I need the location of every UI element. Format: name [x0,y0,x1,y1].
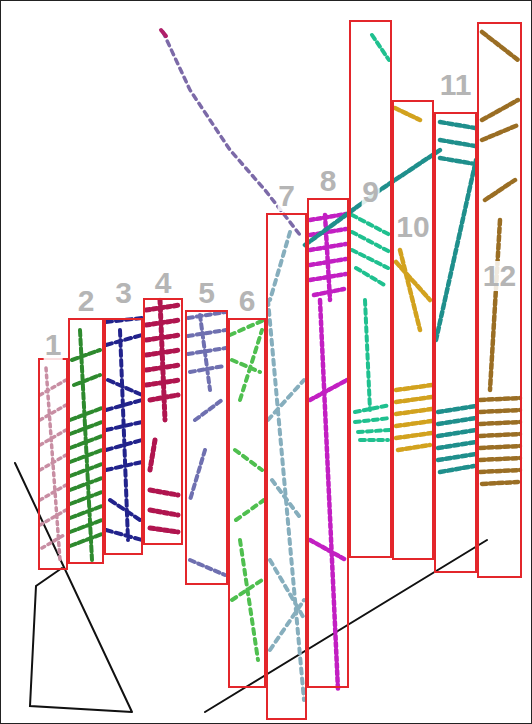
tunnel-strand [268,232,305,700]
section-number: 10 [395,212,430,242]
section-number: 8 [319,166,338,196]
section-number: 4 [154,268,173,298]
section-box: 11 [434,112,477,573]
section-box: 9 [349,20,392,558]
section-number: 2 [77,286,96,316]
tunnel-strand [480,32,520,484]
section-box: 8 [307,198,349,688]
section-number: 3 [114,278,133,308]
tunnel-strand [310,214,347,690]
tunnel-strand [146,300,180,532]
section-box: 3 [104,318,143,555]
tunnel-strand [352,35,390,440]
section-box: 5 [185,310,228,585]
tunnel-strand [188,312,226,575]
section-box: 10 [392,100,434,560]
tunnel-strand [163,32,300,235]
section-box: 7 [266,213,307,720]
tunnel-strand [70,330,102,560]
section-box: 2 [68,318,104,564]
section-box: 12 [477,22,522,578]
tunnel-strand [230,320,264,660]
section-number: 1 [44,330,63,360]
section-number: 6 [238,286,257,316]
section-number: 11 [439,70,473,100]
section-number: 7 [277,181,296,211]
tunnel-strand [40,368,66,560]
section-number: 5 [197,278,216,308]
tunnel-strand [106,318,142,540]
section-number: 9 [361,177,380,207]
section-box: 6 [228,318,266,688]
tunnel-strand [161,30,166,36]
section-box: 4 [143,298,183,545]
section-number: 12 [482,261,517,291]
section-box: 1 [38,358,68,570]
